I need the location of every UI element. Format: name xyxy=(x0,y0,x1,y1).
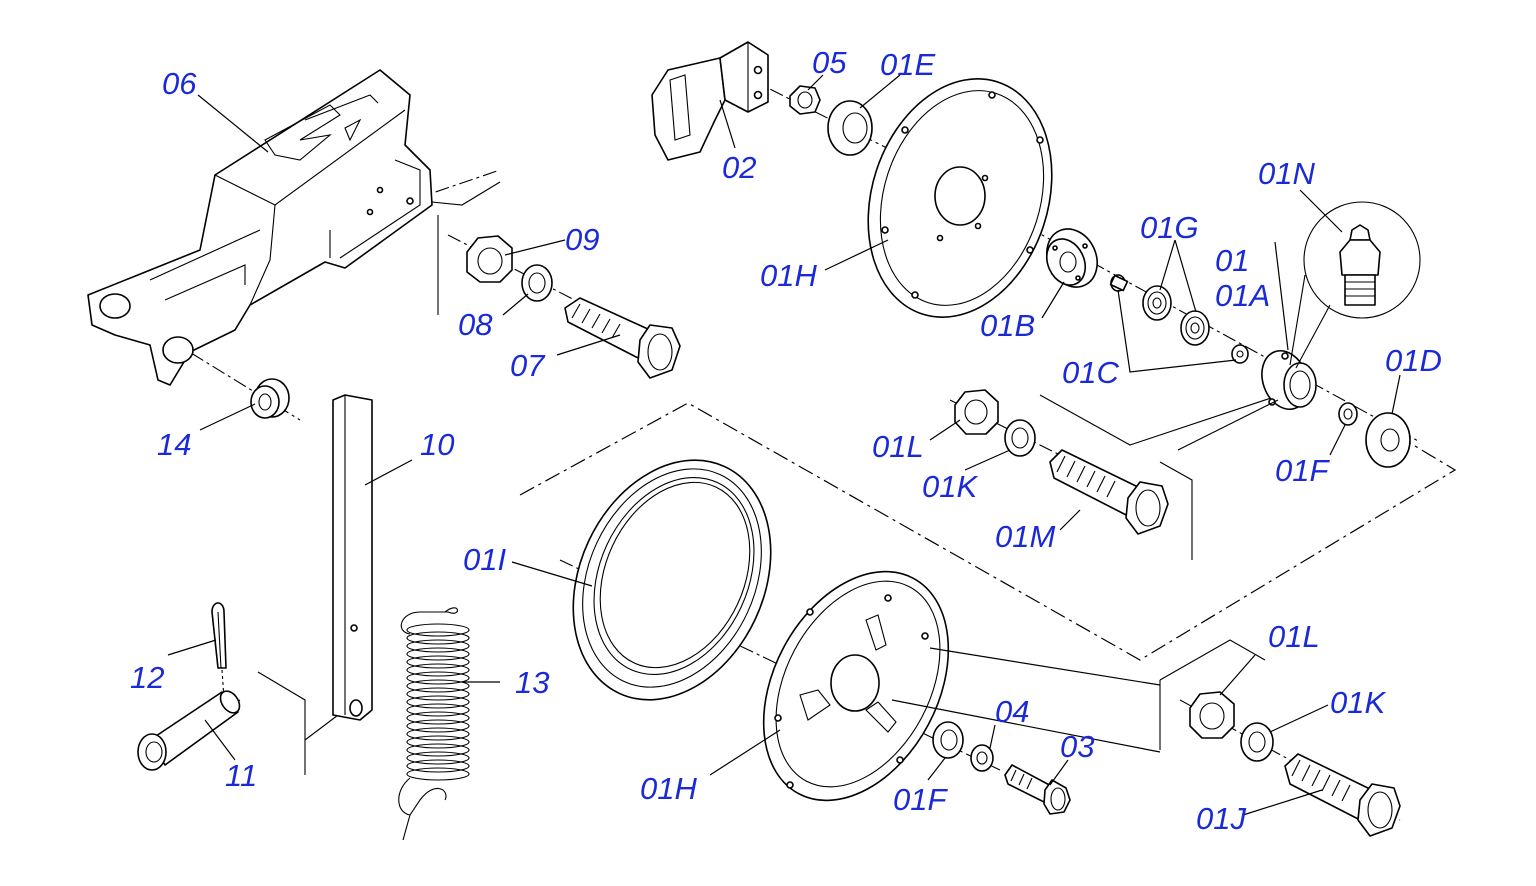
washer-01D xyxy=(1365,412,1411,468)
label-12: 12 xyxy=(130,660,164,695)
label-01C: 01C xyxy=(1062,355,1119,390)
spring-coil xyxy=(406,767,470,781)
spacer-01C-b xyxy=(1231,344,1249,364)
link-bar-10 xyxy=(332,394,373,721)
label-01K-top: 01K xyxy=(922,469,978,504)
assembly-boundary xyxy=(519,402,1457,661)
spring-coil xyxy=(406,655,470,669)
label-07: 07 xyxy=(510,348,546,383)
spring-coil xyxy=(406,719,470,733)
spring-coil xyxy=(406,743,470,757)
spring-coil xyxy=(406,671,470,685)
bushing-14 xyxy=(250,378,290,419)
label-01M: 01M xyxy=(995,519,1055,554)
washer-01E xyxy=(827,100,873,156)
clevis-pin-11 xyxy=(137,690,241,771)
assembly-brackets xyxy=(257,181,1281,775)
screw-03 xyxy=(1004,764,1071,815)
spring-coil xyxy=(406,623,470,637)
nut-05 xyxy=(789,85,821,115)
spring-coil xyxy=(406,727,470,741)
label-01B: 01B xyxy=(980,308,1035,343)
washer-04 xyxy=(970,744,994,772)
spring-coil xyxy=(406,711,470,725)
bolt-01M xyxy=(1049,449,1169,535)
nut-09 xyxy=(466,235,513,283)
spring-coil xyxy=(406,663,470,677)
washer-08 xyxy=(521,264,553,302)
spring-coil xyxy=(406,759,470,773)
label-01K-bot: 01K xyxy=(1330,685,1386,720)
washer-01F-top xyxy=(1338,402,1358,426)
disc-01H-bottom xyxy=(762,570,950,802)
label-01D: 01D xyxy=(1385,343,1442,378)
disc-01H-top xyxy=(867,78,1053,318)
spacer-01C-a xyxy=(1109,274,1129,292)
grease-nipple-01N xyxy=(1289,201,1421,369)
bolt-01J xyxy=(1284,753,1401,837)
label-14: 14 xyxy=(157,427,191,462)
spring-coil xyxy=(406,679,470,693)
bearing-01G-a xyxy=(1142,285,1172,321)
seal-ring-01I xyxy=(572,459,772,701)
bearing-01G-b xyxy=(1180,310,1210,346)
label-02: 02 xyxy=(722,150,756,185)
label-03: 03 xyxy=(1060,729,1094,764)
label-01: 01 xyxy=(1215,243,1249,278)
hub-01A xyxy=(1261,350,1317,410)
spring-coil xyxy=(406,751,470,765)
label-11: 11 xyxy=(225,758,257,793)
plate-bracket-02 xyxy=(651,41,769,161)
label-01F-bot: 01F xyxy=(893,782,948,817)
label-01J: 01J xyxy=(1196,801,1246,836)
label-01H-bot: 01H xyxy=(640,771,697,806)
flange-01B xyxy=(1045,228,1098,288)
arm-bracket-06 xyxy=(87,69,433,386)
washer-01K-bottom xyxy=(1240,722,1274,762)
spring-coil xyxy=(406,639,470,653)
spring-coil xyxy=(406,735,470,749)
label-13: 13 xyxy=(515,665,549,700)
cotter-pin-12 xyxy=(211,602,227,699)
spring-coil xyxy=(406,631,470,645)
label-01L-top: 01L xyxy=(872,429,924,464)
label-09: 09 xyxy=(565,222,599,257)
washer-01F-bottom xyxy=(932,721,964,759)
spring-coil xyxy=(406,703,470,717)
label-01N: 01N xyxy=(1258,156,1315,191)
part-labels: 06 05 01E 02 01N 01G 01 09 01H 01A 08 01… xyxy=(130,45,1442,836)
label-01L-bot: 01L xyxy=(1268,619,1320,654)
nut-01L-bottom xyxy=(1189,691,1235,739)
bolt-07 xyxy=(564,297,681,379)
label-10: 10 xyxy=(420,427,454,462)
label-01G: 01G xyxy=(1140,210,1199,245)
label-06: 06 xyxy=(162,66,197,101)
label-01I: 01I xyxy=(463,542,506,577)
spring-13 xyxy=(398,607,470,841)
label-01H-top: 01H xyxy=(760,258,817,293)
leader-lines xyxy=(167,74,1401,816)
label-04: 04 xyxy=(995,694,1029,729)
label-08: 08 xyxy=(458,307,493,342)
spring-coil xyxy=(406,695,470,709)
washer-01K-top xyxy=(1004,419,1036,457)
label-01F-top: 01F xyxy=(1275,453,1330,488)
label-01E: 01E xyxy=(880,47,935,82)
nut-01L-top xyxy=(954,389,999,435)
spring-coil xyxy=(406,647,470,661)
label-01A: 01A xyxy=(1215,278,1270,313)
label-05: 05 xyxy=(812,45,847,80)
spring-coil xyxy=(406,687,470,701)
